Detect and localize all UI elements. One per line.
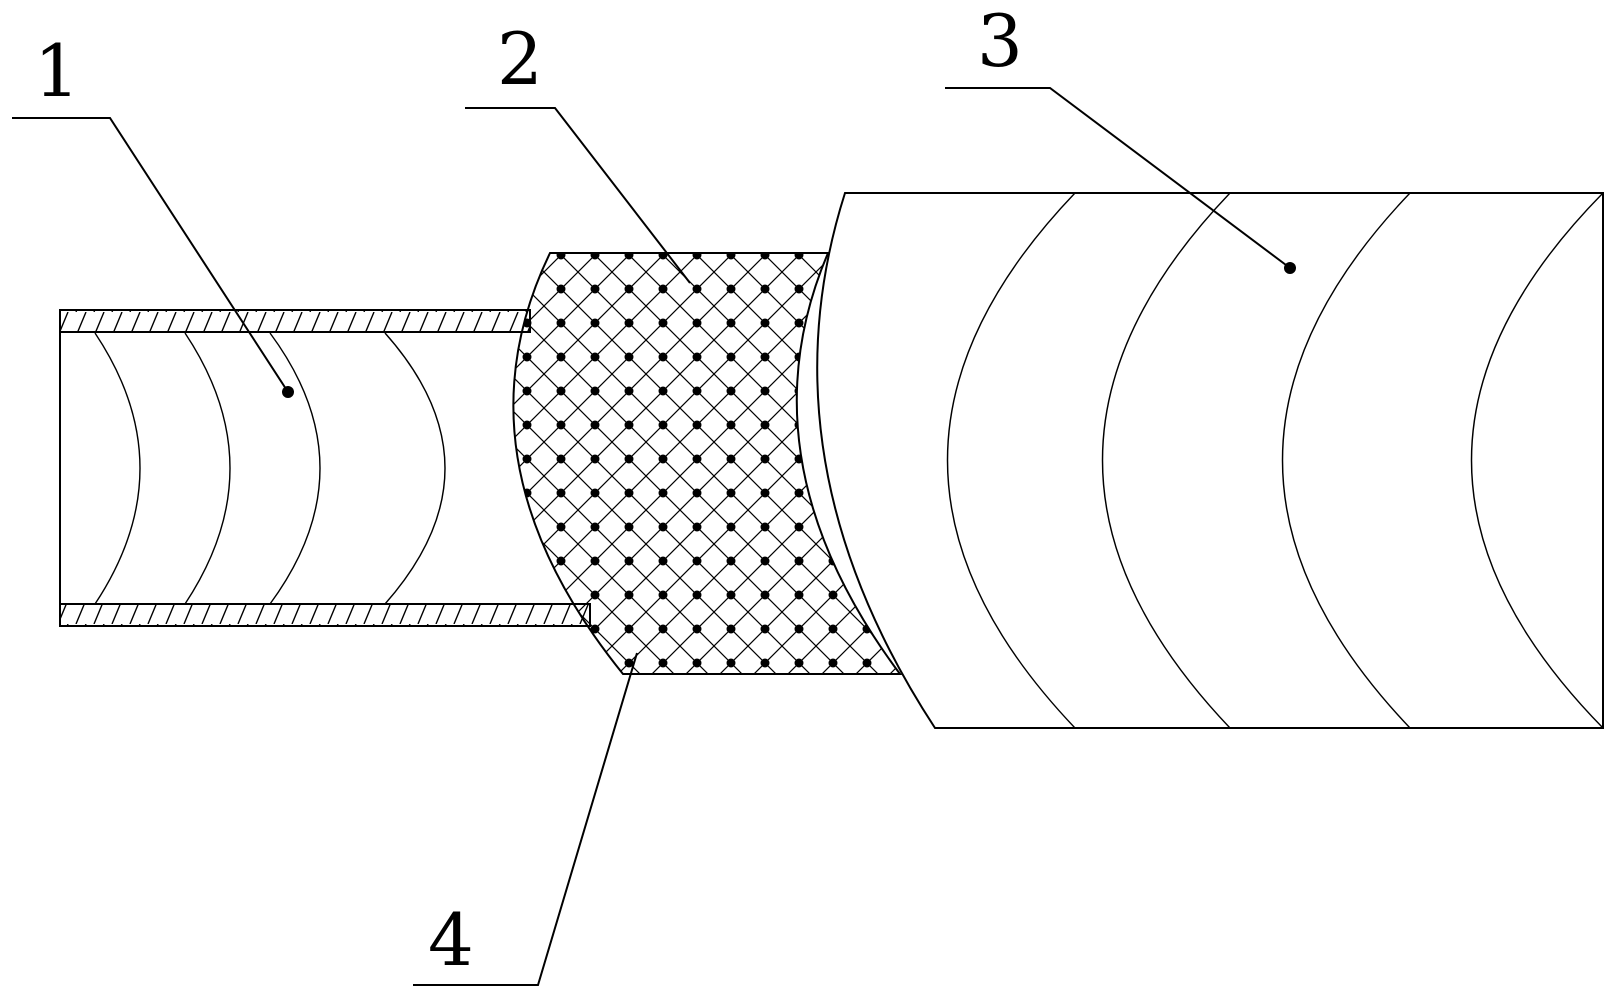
- part-3-cylinder: [816, 192, 1604, 729]
- callout-labels: 1 2 3 4: [34, 0, 1023, 982]
- callout-label-2: 2: [497, 17, 543, 101]
- part-2-joint: [512, 252, 902, 675]
- cylinder-arcs: [946, 192, 1604, 729]
- leader-line-3: [945, 87, 1291, 269]
- tube-bottom-wall: [59, 603, 591, 627]
- leader-lines: [12, 87, 1291, 986]
- cylinder-outline: [816, 192, 1604, 729]
- callout-label-3: 3: [977, 0, 1023, 83]
- tube-top-wall: [59, 309, 531, 333]
- leader-line-4: [413, 652, 638, 986]
- leader-line-2: [465, 107, 691, 284]
- callout-label-1: 1: [34, 29, 80, 113]
- part-1-tube: [59, 309, 591, 627]
- callout-label-4: 4: [428, 898, 474, 982]
- joint-body: [512, 252, 902, 675]
- tube-inner-arcs: [94, 332, 446, 605]
- leader-line-1: [12, 117, 289, 393]
